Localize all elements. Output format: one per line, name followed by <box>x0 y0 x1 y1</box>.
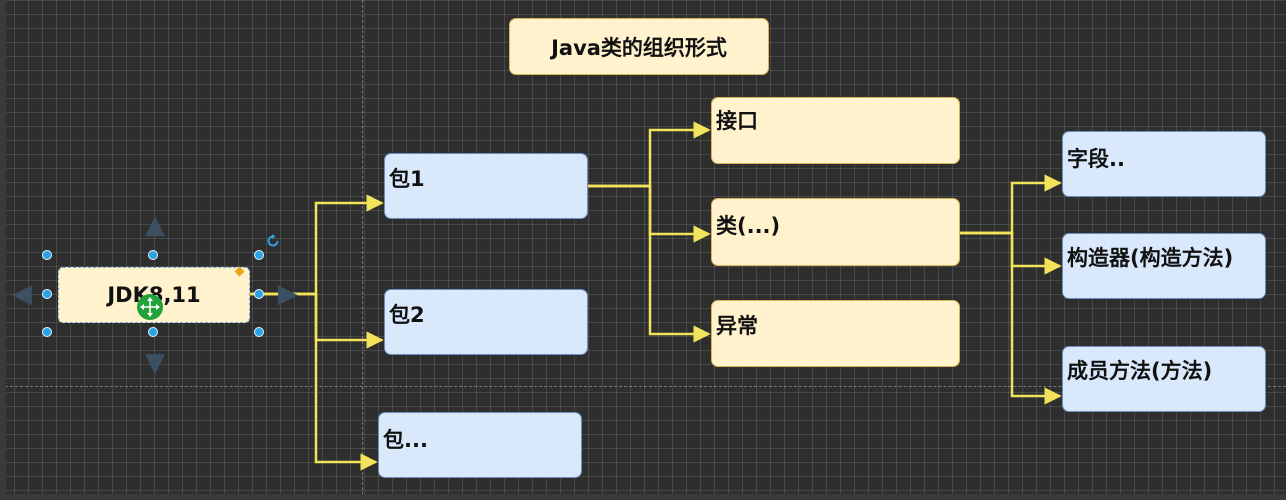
connect-arrow-down-icon[interactable]: ▼ <box>145 348 165 378</box>
package-node-label: 包2 <box>389 303 425 327</box>
rotate-icon[interactable] <box>266 234 280 248</box>
resize-handle-e[interactable] <box>254 289 264 299</box>
resize-handle-w[interactable] <box>42 289 52 299</box>
resize-handle-s[interactable] <box>148 327 158 337</box>
content-node-class[interactable]: 类(...) <box>711 198 960 266</box>
content-node-label: 接口 <box>716 109 758 133</box>
connector-package-1-to-interface <box>588 121 711 188</box>
connector-class-to-field <box>960 174 1062 235</box>
canvas-left-edge <box>0 0 6 500</box>
resize-handle-n[interactable] <box>148 250 158 260</box>
vertical-guide-line <box>362 0 363 500</box>
connector-root-to-package-1 <box>250 194 384 296</box>
content-node-label: 异常 <box>716 314 758 338</box>
package-node-label: 包... <box>383 428 428 452</box>
connect-arrow-right-icon[interactable]: ▶ <box>278 279 298 309</box>
package-node-2[interactable]: 包2 <box>384 289 588 355</box>
connector-root-to-package-more <box>250 292 378 471</box>
content-node-label: 类(...) <box>716 214 781 238</box>
connector-class-to-constructor <box>960 231 1062 275</box>
member-node-label: 成员方法(方法) <box>1067 359 1213 383</box>
connector-package-1-to-class <box>588 184 711 243</box>
canvas-bottom-edge <box>0 494 1286 500</box>
resize-handle-nw[interactable] <box>42 250 52 260</box>
resize-handle-se[interactable] <box>254 327 264 337</box>
package-node-1[interactable]: 包1 <box>384 153 588 219</box>
content-node-interface[interactable]: 接口 <box>711 97 960 164</box>
member-node-field[interactable]: 字段.. <box>1062 131 1266 197</box>
resize-handle-ne[interactable] <box>254 250 264 260</box>
content-node-exception[interactable]: 异常 <box>711 300 960 367</box>
member-node-label: 构造器(构造方法) <box>1067 246 1234 270</box>
package-node-more[interactable]: 包... <box>378 412 582 478</box>
diagram-title[interactable]: Java类的组织形式 <box>509 18 769 75</box>
resize-handle-sw[interactable] <box>42 327 52 337</box>
connect-arrow-left-icon[interactable]: ◀ <box>12 279 32 309</box>
connector-package-1-to-exception <box>588 184 711 343</box>
member-node-label: 字段.. <box>1067 147 1125 171</box>
diagram-title-text: Java类的组织形式 <box>551 35 727 60</box>
connect-arrow-up-icon[interactable]: ▲ <box>145 210 165 240</box>
package-node-label: 包1 <box>389 167 425 191</box>
member-node-method[interactable]: 成员方法(方法) <box>1062 346 1266 412</box>
member-node-constructor[interactable]: 构造器(构造方法) <box>1062 233 1266 299</box>
move-icon[interactable] <box>136 293 164 321</box>
connector-class-to-method <box>960 231 1062 405</box>
horizontal-guide-line <box>0 386 1286 387</box>
